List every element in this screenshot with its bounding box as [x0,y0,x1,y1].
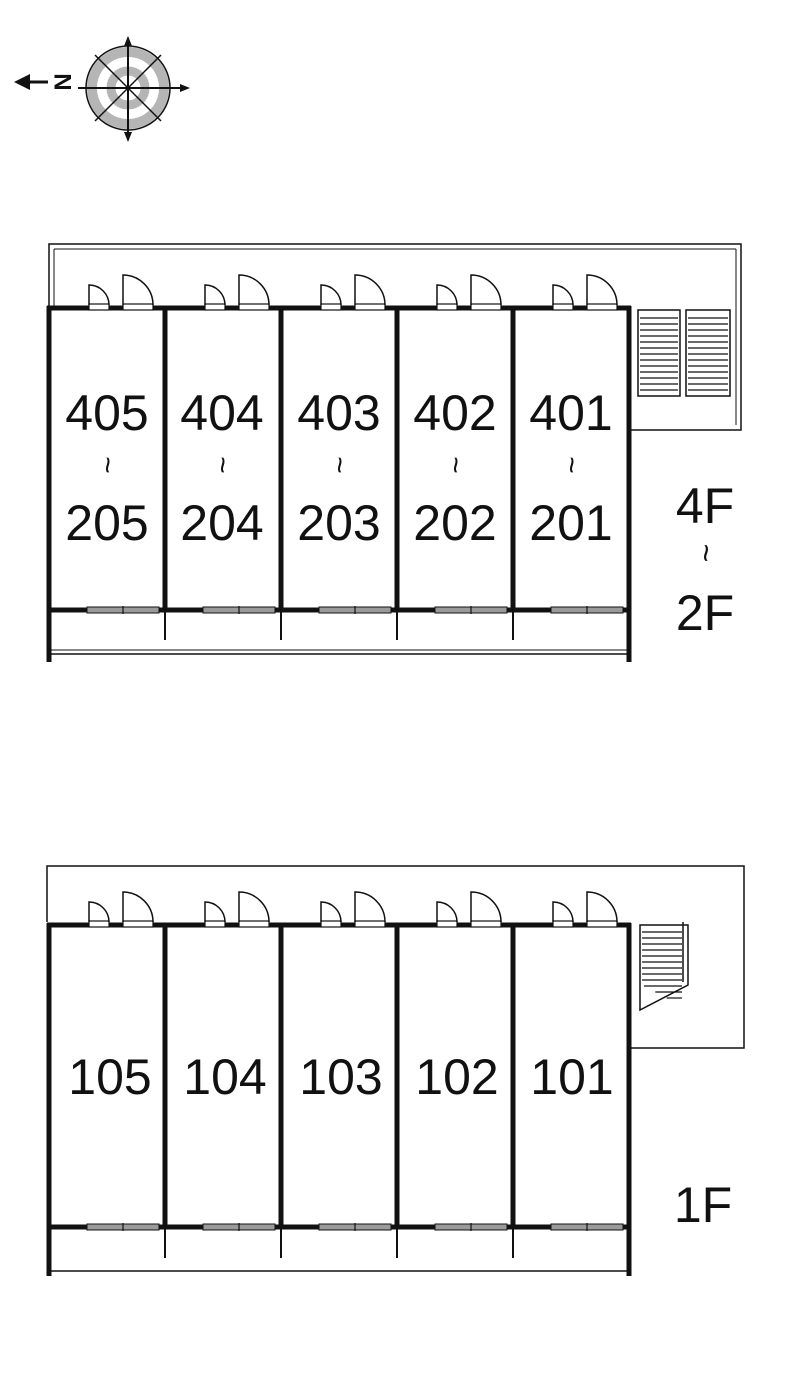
room-number: 103 [299,1049,382,1105]
upper-floor-label: 4F ~ 2F [676,478,734,641]
door-sill [354,303,386,311]
room-range-mark: ~ [439,456,472,474]
ground-staircase [639,922,689,1012]
upper-staircase [637,309,731,397]
door-swing-icon [204,901,226,923]
room-number-top: 403 [297,385,380,441]
door-sill [470,303,502,311]
ground-terrace-windows [86,1223,624,1231]
door-swing-icon [552,284,574,306]
door-swing-icon [88,901,110,923]
door-swing-icon [354,274,386,306]
door-swing-icon [470,891,502,923]
door-swing-icon [88,284,110,306]
room-number: 102 [415,1049,498,1105]
room-range-mark: ~ [323,456,356,474]
floor-label-bottom: 2F [676,585,734,641]
door-sill [238,920,270,928]
door-swing-icon [552,901,574,923]
ground-entrance-doors [88,891,618,928]
upper-entrance-doors [88,274,618,311]
room-number-bottom: 205 [65,495,148,551]
door-sill [354,920,386,928]
upper-balcony-windows [86,606,624,614]
door-sill [320,920,342,928]
ground-corridor-outline [46,865,745,1049]
north-label: N [50,73,77,90]
door-swing-icon [470,274,502,306]
room-number-top: 404 [180,385,263,441]
door-sill [436,303,458,311]
room-number: 104 [183,1049,266,1105]
room-number-top: 402 [413,385,496,441]
door-sill [470,920,502,928]
upper-room-labels: 405 ~ 205 404 ~ 204 403 ~ 203 402 ~ 202 … [65,385,612,551]
door-swing-icon [354,891,386,923]
door-swing-icon [122,891,154,923]
ground-stair-treads [642,931,682,999]
door-sill [436,920,458,928]
door-swing-icon [204,284,226,306]
compass-tip-bottom [124,132,132,142]
ground-stair-outline [639,924,689,1012]
room-number-top: 405 [65,385,148,441]
door-swing-icon [238,274,270,306]
door-sill [122,303,154,311]
upper-unit-3: 403 ~ 203 [297,385,380,551]
room-number-bottom: 204 [180,495,263,551]
door-swing-icon [436,901,458,923]
upper-unit-4: 402 ~ 202 [413,385,496,551]
room-number: 105 [68,1049,151,1105]
compass-diag-2 [94,54,162,122]
floor-label-top: 4F [676,478,734,534]
room-number-top: 401 [529,385,612,441]
ground-floor-label: 1F [674,1177,732,1233]
compass-tip-right [180,84,190,92]
door-swing-icon [586,891,618,923]
upper-stair-left [637,309,681,397]
door-swing-icon [436,284,458,306]
door-sill [204,920,226,928]
compass-tip-top [124,36,132,46]
door-swing-icon [320,901,342,923]
upper-stair-treads [640,317,728,391]
door-sill [586,920,618,928]
north-arrow-head-icon [14,74,30,90]
door-sill [586,303,618,311]
ground-room-labels: 105 104 103 102 101 [68,1049,613,1105]
room-number-bottom: 203 [297,495,380,551]
room-range-mark: ~ [555,456,588,474]
room-number-bottom: 202 [413,495,496,551]
door-sill [320,303,342,311]
upper-stair-right [685,309,731,397]
compass: N [14,36,190,142]
upper-corridor-outline [48,243,742,431]
door-swing-icon [238,891,270,923]
floor-range-mark: ~ [688,544,724,563]
upper-unit-1: 405 ~ 205 [65,385,148,551]
door-sill [238,303,270,311]
door-swing-icon [586,274,618,306]
door-sill [88,920,110,928]
upper-unit-5: 401 ~ 201 [529,385,612,551]
door-sill [88,303,110,311]
door-swing-icon [122,274,154,306]
room-range-mark: ~ [91,456,124,474]
room-range-mark: ~ [206,456,239,474]
room-number: 101 [530,1049,613,1105]
upper-unit-2: 404 ~ 204 [180,385,263,551]
door-sill [204,303,226,311]
door-sill [552,303,574,311]
door-sill [552,920,574,928]
door-sill [122,920,154,928]
door-swing-icon [320,284,342,306]
room-number-bottom: 201 [529,495,612,551]
